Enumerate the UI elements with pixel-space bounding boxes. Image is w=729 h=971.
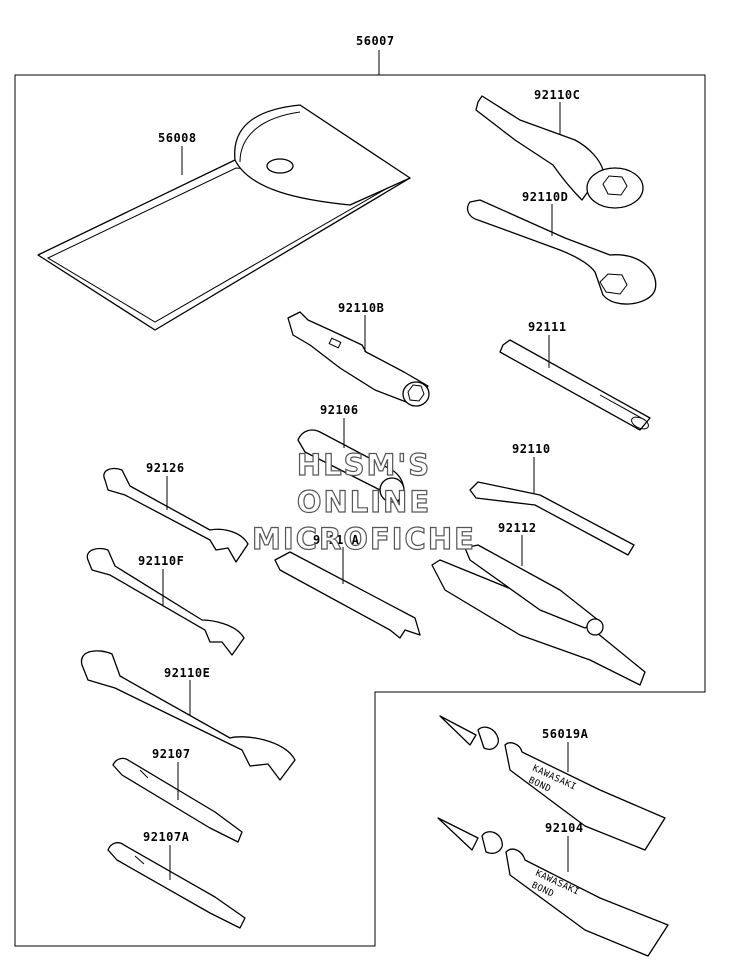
label-92111[interactable]: 92111 <box>528 320 567 334</box>
box-wrench-92110D[interactable] <box>466 199 657 305</box>
watermark-line-1: HLSM'S <box>297 448 431 482</box>
label-92104[interactable]: 92104 <box>545 821 584 835</box>
extension-92106[interactable] <box>297 429 405 504</box>
open-wrench-92126[interactable] <box>103 467 249 563</box>
open-wrench-92110F[interactable] <box>86 547 245 656</box>
screwdriver-bit-92107A[interactable] <box>107 842 246 929</box>
hex-key-92110[interactable] <box>469 481 635 556</box>
label-92112[interactable]: 92112 <box>498 521 537 535</box>
label-92110D[interactable]: 92110D <box>522 190 568 204</box>
flat-wrench-92110A[interactable] <box>274 551 421 639</box>
open-wrench-92110E[interactable] <box>80 650 296 781</box>
watermark: HLSM'S ONLINE MICROFICHE <box>251 447 476 556</box>
socket-wrench-92110B[interactable] <box>287 311 430 407</box>
screwdriver-bit-92107[interactable] <box>112 757 243 843</box>
kit-frame <box>14 74 706 947</box>
pliers-92112[interactable] <box>431 544 646 686</box>
label-92110A[interactable]: 92110A <box>313 533 360 547</box>
label-56008[interactable]: 56008 <box>158 131 197 145</box>
box-wrench-92110C[interactable] <box>475 95 644 209</box>
bar-92111[interactable] <box>499 339 651 431</box>
tool-pouch-56008[interactable] <box>37 104 411 331</box>
label-92110B[interactable]: 92110B <box>338 301 384 315</box>
bond-tube-56019A[interactable]: KAWASAKI BOND <box>439 715 666 851</box>
label-92110C[interactable]: 92110C <box>534 88 580 102</box>
label-92110[interactable]: 92110 <box>512 442 551 456</box>
label-92107A[interactable]: 92107A <box>143 830 190 844</box>
label-92110F[interactable]: 92110F <box>138 554 184 568</box>
label-92107[interactable]: 92107 <box>152 747 191 761</box>
label-92126[interactable]: 92126 <box>146 461 185 475</box>
label-92106[interactable]: 92106 <box>320 403 359 417</box>
label-92110E[interactable]: 92110E <box>164 666 210 680</box>
label-56019A[interactable]: 56019A <box>542 727 589 741</box>
label-56007[interactable]: 56007 <box>356 34 395 48</box>
watermark-line-2: ONLINE <box>297 485 431 519</box>
watermark-line-3: MICROFICHE <box>252 522 476 556</box>
